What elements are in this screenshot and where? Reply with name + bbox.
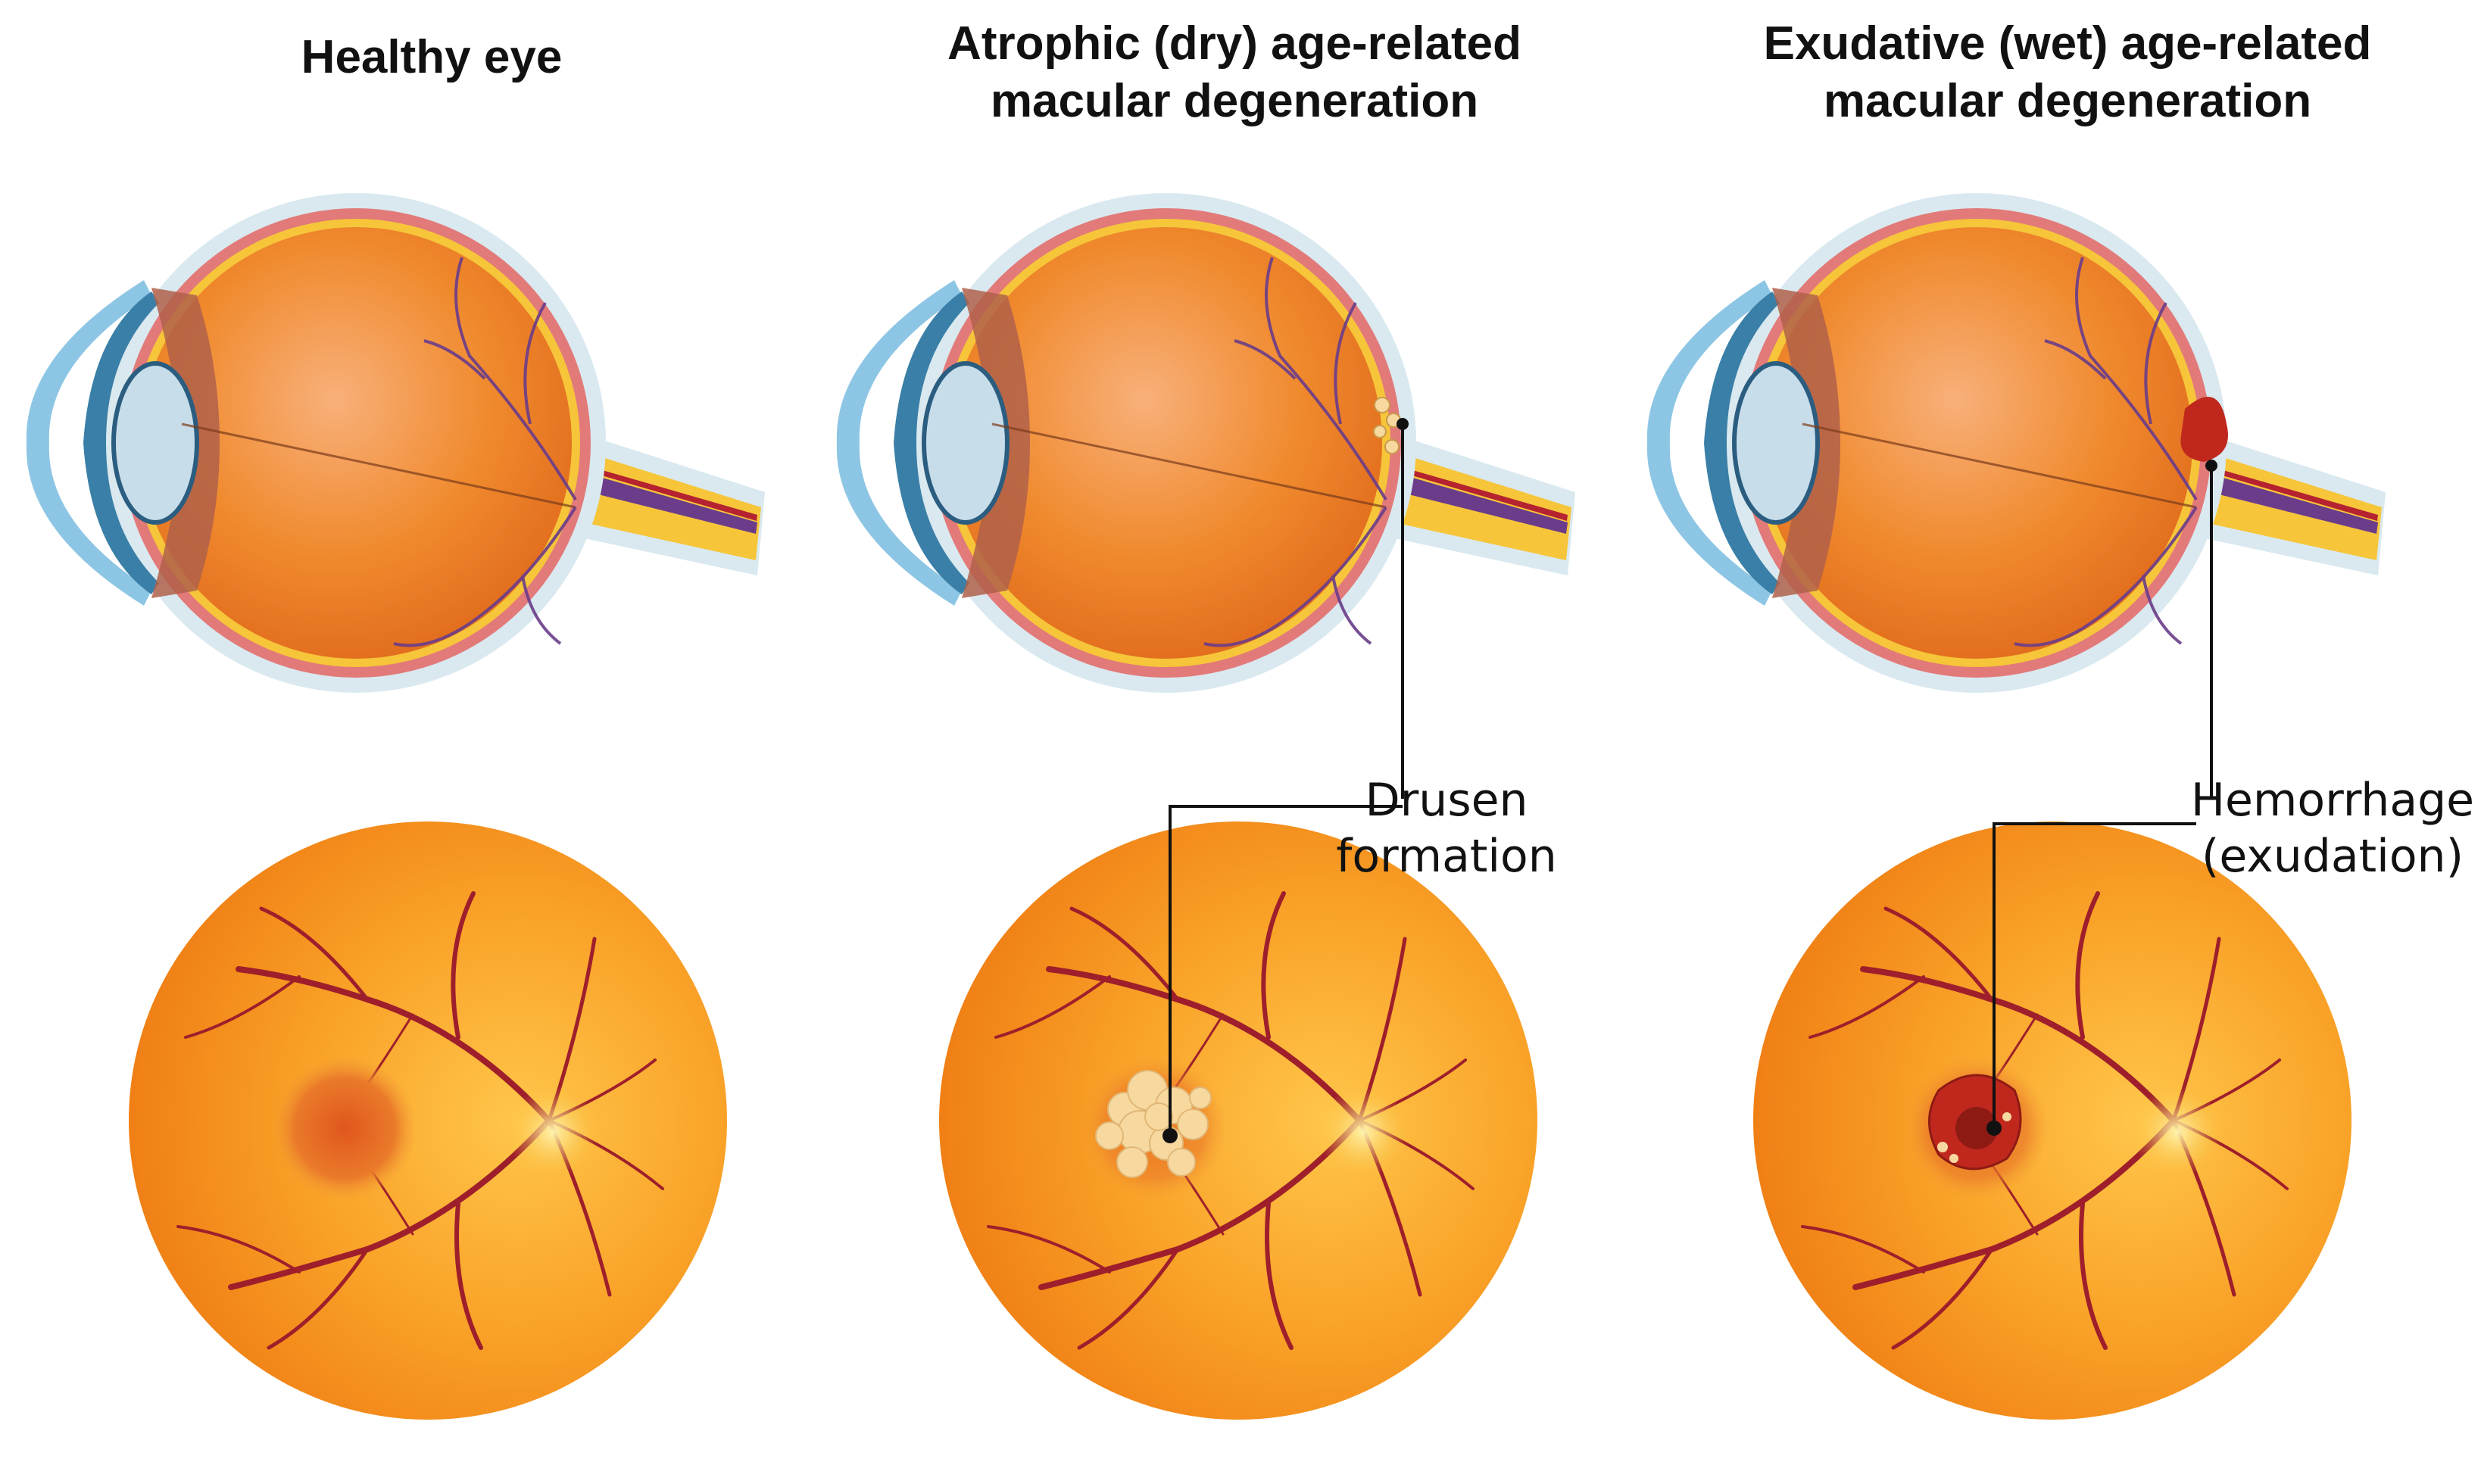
- wet-amd-fundus: [1753, 822, 2351, 1420]
- hemorrhage-callout-line2: (exudation): [2202, 830, 2464, 883]
- exudate-spots: [1937, 1112, 2011, 1163]
- panel-title-dry-amd: Atrophic (dry) age-related macular degen…: [894, 15, 1575, 130]
- hemorrhage-leader-line: [1993, 466, 2213, 1128]
- drusen-leader-dot-bottom: [1162, 1128, 1178, 1143]
- panel-title-wet-line2: macular degeneration: [1823, 75, 2312, 127]
- dry-amd-fundus: [939, 822, 1537, 1420]
- hemorrhage-cross-section: [2180, 397, 2228, 462]
- drusen-leader-dot-top: [1397, 418, 1409, 430]
- drusen-cluster-cross-section: [1373, 397, 1401, 454]
- panel-title-dry-line1: Atrophic (dry) age-related: [947, 17, 1521, 70]
- panel-title-healthy: Healthy eye: [301, 31, 563, 83]
- macula: [273, 1056, 417, 1200]
- dry-amd-eye-cross-section: [837, 193, 1575, 693]
- optic-disc: [2132, 1086, 2223, 1177]
- hemorrhage-callout: Hemorrhage (exudation): [2189, 772, 2476, 884]
- wet-amd-eye-cross-section: [1647, 193, 2386, 693]
- drusen-callout-line2: formation: [1336, 830, 1557, 883]
- drusen-callout: Drusen formation: [1318, 772, 1575, 884]
- healthy-fundus: [129, 822, 727, 1420]
- drusen-leader-line: [1169, 424, 1404, 1136]
- hemorrhage-callout-line1: Hemorrhage: [2190, 774, 2475, 827]
- drusen-deposits: [1095, 1070, 1212, 1178]
- drusen-callout-line1: Drusen: [1365, 774, 1528, 827]
- healthy-eye-cross-section: [27, 193, 765, 693]
- panel-title-dry-line2: macular degeneration: [990, 75, 1479, 127]
- hemorrhage-leader-dot-bottom: [1986, 1121, 2002, 1136]
- optic-disc: [507, 1086, 598, 1177]
- hemorrhage-leader-dot-top: [2205, 460, 2217, 472]
- optic-disc: [1318, 1086, 1409, 1177]
- panel-title-wet-amd: Exudative (wet) age-related macular dege…: [1704, 15, 2431, 130]
- panel-title-wet-line1: Exudative (wet) age-related: [1763, 17, 2372, 70]
